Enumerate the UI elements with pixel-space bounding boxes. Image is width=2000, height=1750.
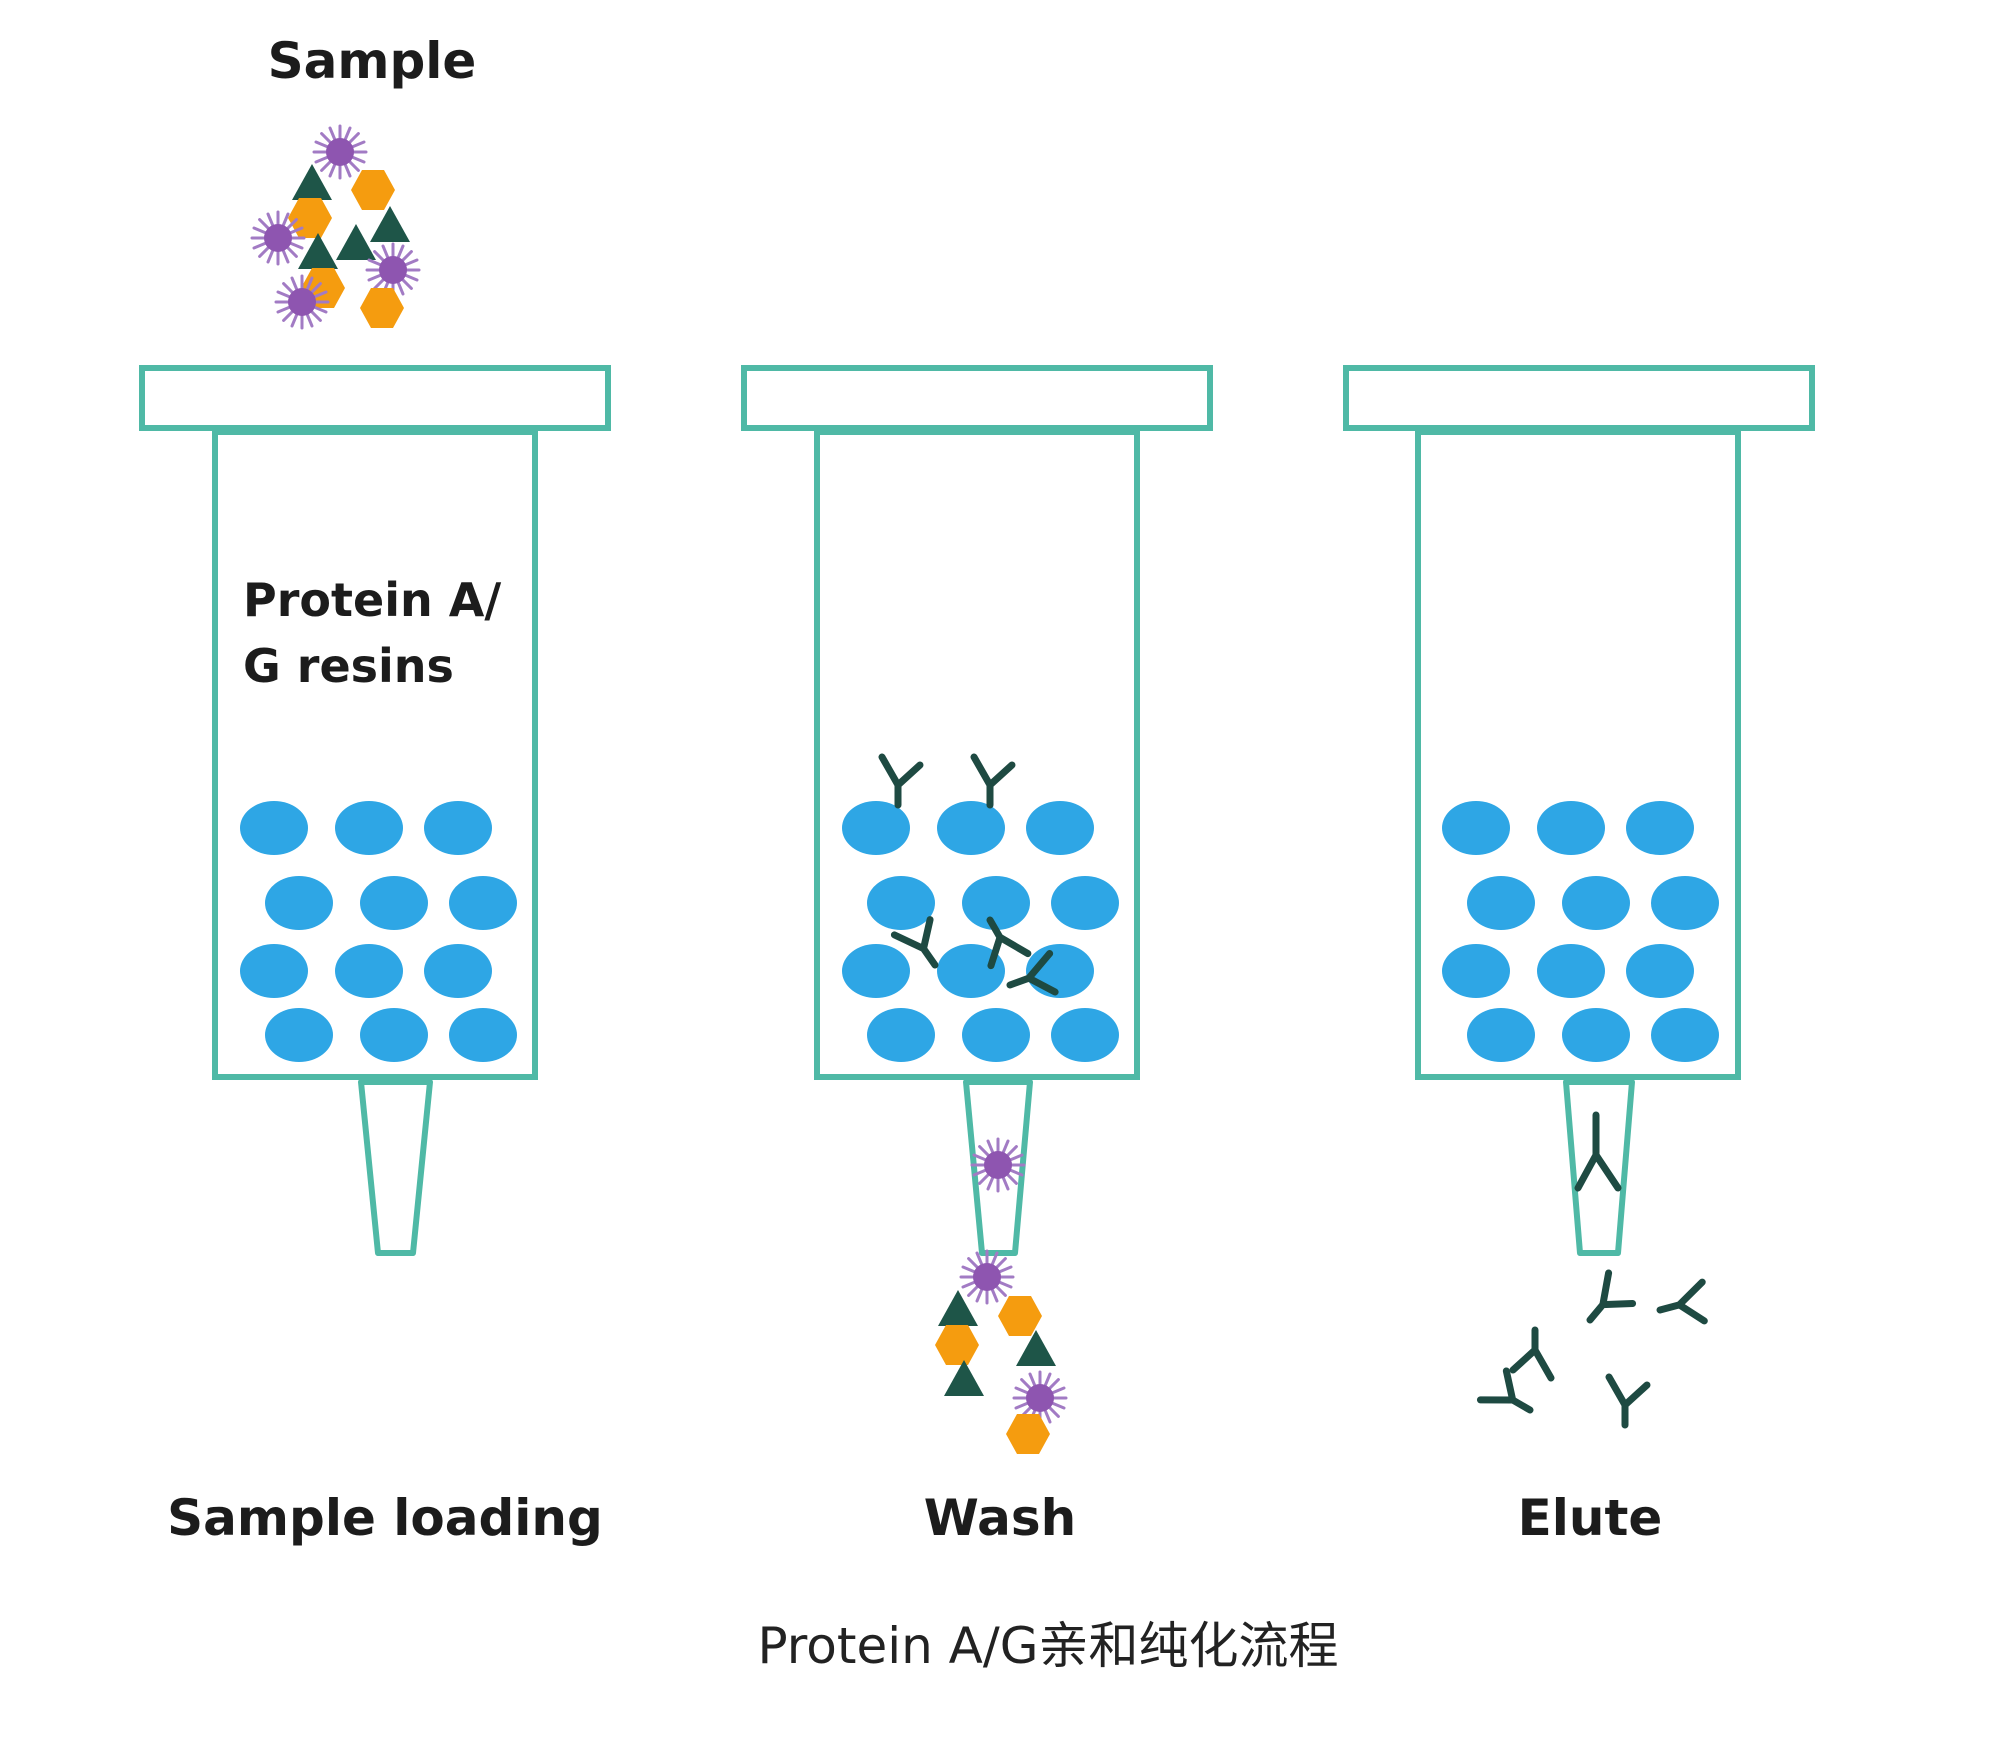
antibody-icon (974, 757, 1012, 805)
triangle-icon (944, 1360, 984, 1396)
virus-icon (250, 210, 306, 266)
virus-icon (959, 1249, 1015, 1305)
antibody-icon (882, 757, 920, 805)
column-body (212, 429, 538, 1080)
sample-cluster (250, 124, 421, 330)
column-body (1415, 429, 1741, 1080)
hexagon-icon (351, 170, 395, 210)
antibody-icon (1574, 1111, 1622, 1192)
hexagon-icon (935, 1325, 979, 1365)
column-tip (963, 1079, 1033, 1256)
figure-caption: Protein A/G亲和纯化流程 (758, 1617, 1339, 1675)
hexagon-icon (360, 288, 404, 328)
column-cap (139, 365, 611, 431)
column-tip (358, 1079, 433, 1256)
column-sample-loading: Protein A/ G resins (139, 365, 611, 1256)
virus-icon (970, 1137, 1026, 1193)
resin-beads (1442, 801, 1719, 1062)
antibody-icon (1513, 1330, 1551, 1378)
column-cap (741, 365, 1213, 431)
antibody-icon (1656, 1282, 1712, 1331)
step-label-elute: Elute (1518, 1489, 1663, 1547)
triangle-icon (292, 164, 332, 200)
antibody-icon (1609, 1377, 1647, 1425)
sample-label: Sample (268, 32, 477, 90)
antibody-icon (1578, 1273, 1638, 1334)
triangle-icon (370, 206, 410, 242)
antibody-icon (1480, 1367, 1541, 1424)
virus-icon (274, 274, 330, 330)
virus-icon (312, 124, 368, 180)
resin-beads (240, 801, 517, 1062)
column-wash (741, 365, 1213, 1454)
hexagon-icon (1006, 1414, 1050, 1454)
resin-beads (842, 801, 1119, 1062)
column-elute (1343, 365, 1815, 1425)
step-label-sample-loading: Sample loading (167, 1489, 603, 1547)
resin-label-line2: G resins (243, 639, 454, 693)
column-tip (1563, 1079, 1635, 1256)
hexagon-icon (998, 1296, 1042, 1336)
triangle-icon (938, 1290, 978, 1326)
column-cap (1343, 365, 1815, 431)
resin-label-line1: Protein A/ (243, 573, 501, 627)
step-label-wash: Wash (924, 1489, 1076, 1547)
column-body (814, 429, 1140, 1080)
